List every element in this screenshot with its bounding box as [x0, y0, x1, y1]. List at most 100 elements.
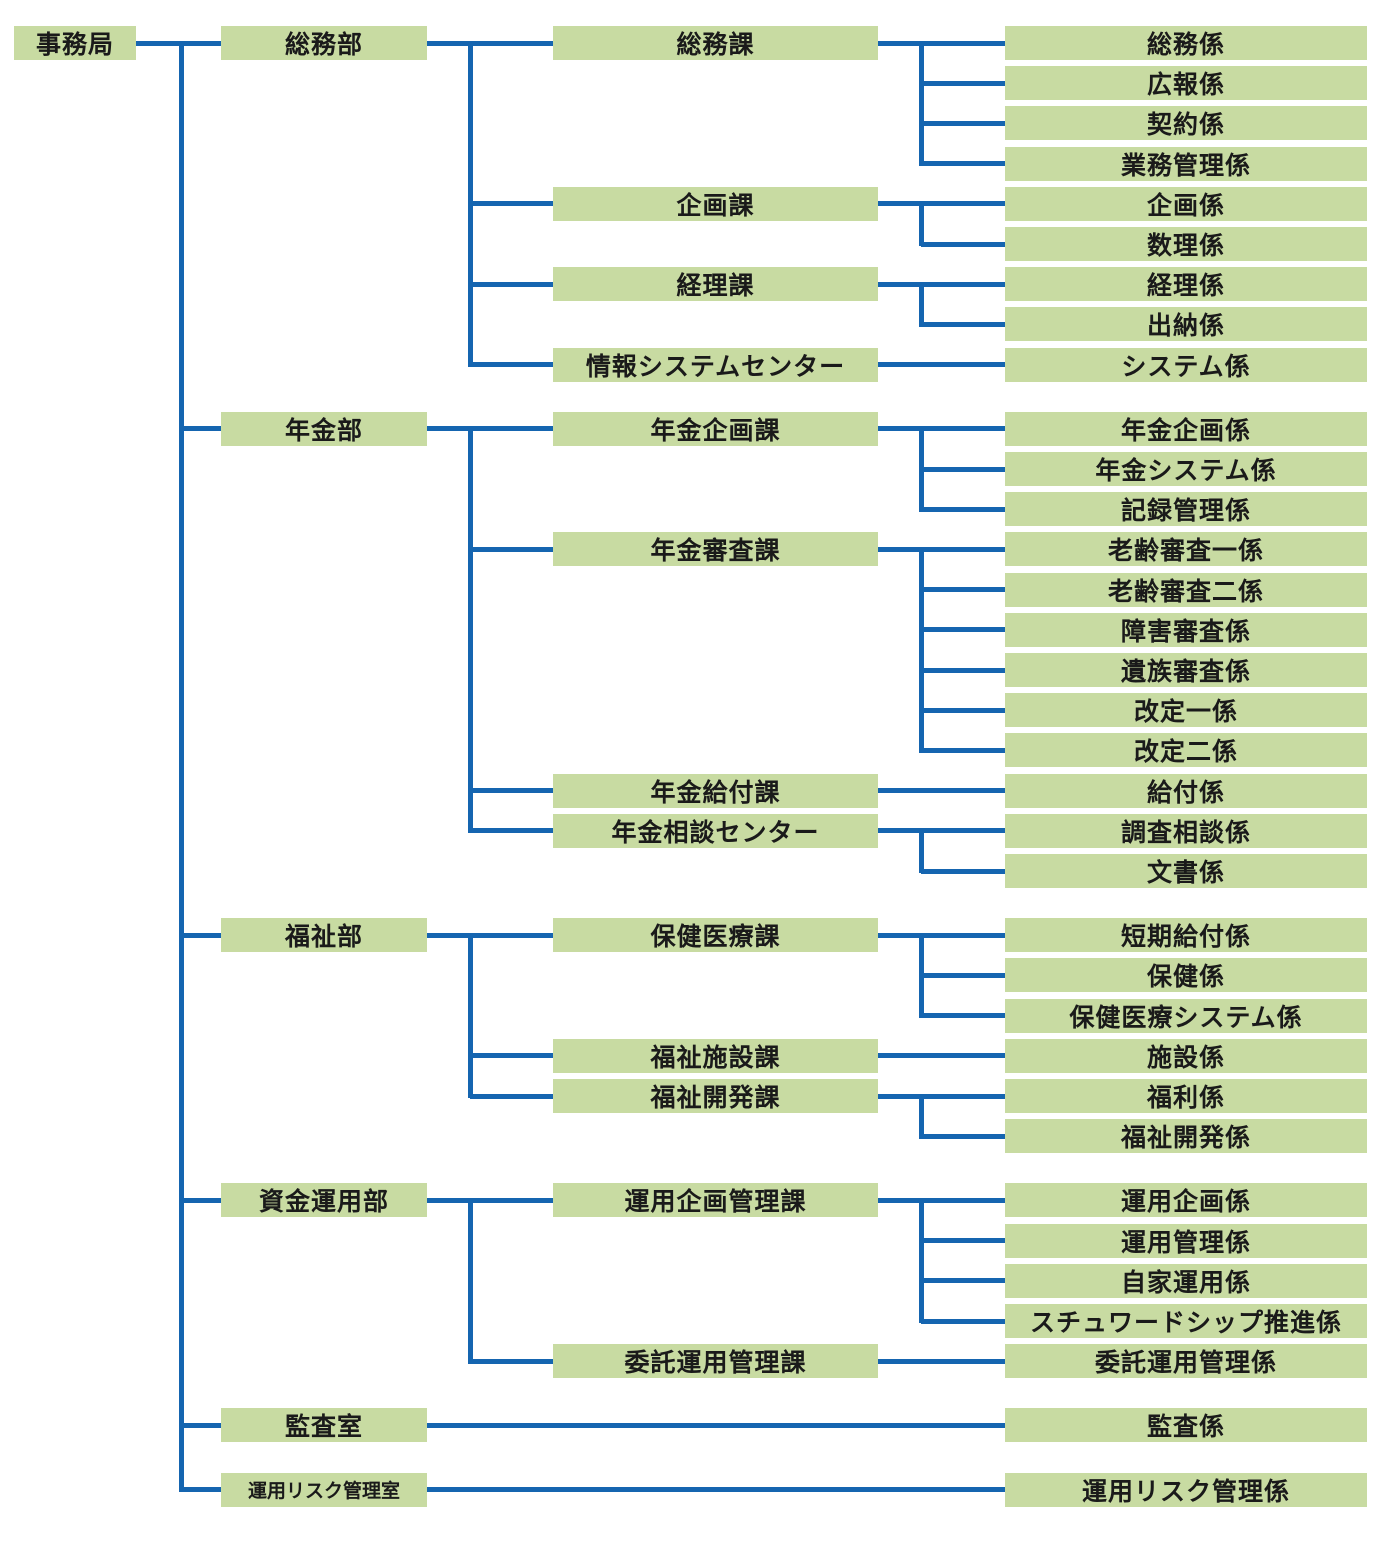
unit-connector [878, 40, 921, 46]
unit-branch-line [918, 1093, 924, 1139]
department-connector [427, 1197, 470, 1203]
unit-connector [921, 466, 1005, 472]
unit-connector [921, 1318, 1005, 1324]
unit-branch-line [918, 40, 924, 167]
department-connector [427, 426, 470, 432]
unit-box: 委託運用管理係 [1005, 1344, 1367, 1379]
section-box: 福祉施設課 [553, 1038, 878, 1073]
unit-connector [878, 426, 921, 432]
direct-connector [427, 1487, 1005, 1493]
unit-connector [921, 1278, 1005, 1284]
unit-connector [921, 667, 1005, 673]
unit-box: 年金システム係 [1005, 452, 1367, 486]
unit-connector [921, 120, 1005, 126]
unit-connector [921, 161, 1005, 167]
section-branch-line [467, 1197, 473, 1364]
unit-box: 総務係 [1005, 26, 1367, 60]
unit-connector [921, 546, 1005, 552]
section-connector [470, 362, 553, 368]
unit-connector [921, 80, 1005, 86]
section-box: 総務課 [553, 26, 878, 60]
unit-branch-line [918, 828, 924, 874]
department-box: 総務部 [221, 26, 427, 60]
section-connector [470, 1358, 553, 1364]
section-box: 委託運用管理課 [553, 1344, 878, 1379]
section-box: 企画課 [553, 186, 878, 221]
unit-branch-line [918, 546, 924, 753]
unit-connector [921, 1238, 1005, 1244]
unit-connector [878, 788, 1005, 794]
unit-box: 年金企画係 [1005, 411, 1367, 446]
unit-box: 福祉開発係 [1005, 1119, 1367, 1154]
section-connector [470, 1053, 553, 1059]
unit-box: 老齢審査一係 [1005, 532, 1367, 567]
unit-connector [921, 506, 1005, 512]
section-connector [470, 201, 553, 207]
unit-branch-line [918, 201, 924, 247]
unit-connector [921, 707, 1005, 713]
section-box: 経理課 [553, 267, 878, 302]
unit-connector [921, 321, 1005, 327]
department-connector [181, 426, 221, 432]
department-connector [427, 932, 470, 938]
unit-connector [921, 201, 1005, 207]
department-connector [427, 40, 470, 46]
unit-connector [878, 201, 921, 207]
department-connector [181, 932, 221, 938]
unit-connector [921, 1093, 1005, 1099]
unit-connector [878, 1358, 1005, 1364]
unit-box: 改定二係 [1005, 733, 1367, 768]
root-box: 事務局 [14, 26, 136, 60]
unit-box: 監査係 [1005, 1408, 1367, 1443]
section-connector [470, 932, 553, 938]
unit-branch-line [918, 281, 924, 327]
unit-connector [921, 747, 1005, 753]
unit-box: 運用管理係 [1005, 1223, 1367, 1258]
section-connector [470, 281, 553, 287]
unit-branch-line [918, 426, 924, 512]
unit-box: 老齢審査二係 [1005, 572, 1367, 607]
section-box: 運用企画管理課 [553, 1183, 878, 1218]
unit-box: 給付係 [1005, 773, 1367, 808]
unit-box: 経理係 [1005, 267, 1367, 302]
unit-box: 短期給付係 [1005, 918, 1367, 953]
section-box: 情報システムセンター [553, 347, 878, 382]
unit-box: 文書係 [1005, 854, 1367, 888]
department-connector [181, 1197, 221, 1203]
unit-connector [878, 828, 921, 834]
section-connector [470, 1093, 553, 1099]
unit-connector [878, 546, 921, 552]
unit-box: 障害審査係 [1005, 612, 1367, 647]
section-branch-line [467, 40, 473, 368]
unit-connector [921, 972, 1005, 978]
department-box: 運用リスク管理室 [221, 1472, 427, 1507]
unit-connector [921, 1133, 1005, 1139]
unit-connector [921, 1013, 1005, 1019]
section-box: 年金審査課 [553, 532, 878, 567]
unit-connector [878, 1197, 921, 1203]
section-box: 年金企画課 [553, 411, 878, 446]
unit-connector [921, 40, 1005, 46]
section-connector [470, 40, 553, 46]
unit-connector [921, 627, 1005, 633]
department-connector [181, 1487, 221, 1493]
unit-connector [921, 828, 1005, 834]
unit-connector [921, 868, 1005, 874]
department-box: 資金運用部 [221, 1183, 427, 1218]
unit-box: 保健医療システム係 [1005, 998, 1367, 1033]
unit-box: 自家運用係 [1005, 1263, 1367, 1298]
section-branch-line [467, 932, 473, 1099]
section-box: 年金給付課 [553, 773, 878, 808]
unit-connector [921, 281, 1005, 287]
root-connector [136, 40, 181, 46]
department-connector [181, 40, 221, 46]
unit-box: 保健係 [1005, 958, 1367, 993]
unit-box: スチュワードシップ推進係 [1005, 1304, 1367, 1338]
unit-box: 数理係 [1005, 227, 1367, 261]
section-connector [470, 788, 553, 794]
unit-connector [921, 241, 1005, 247]
unit-branch-line [918, 1197, 924, 1324]
unit-connector [921, 932, 1005, 938]
unit-box: 運用リスク管理係 [1005, 1472, 1367, 1507]
